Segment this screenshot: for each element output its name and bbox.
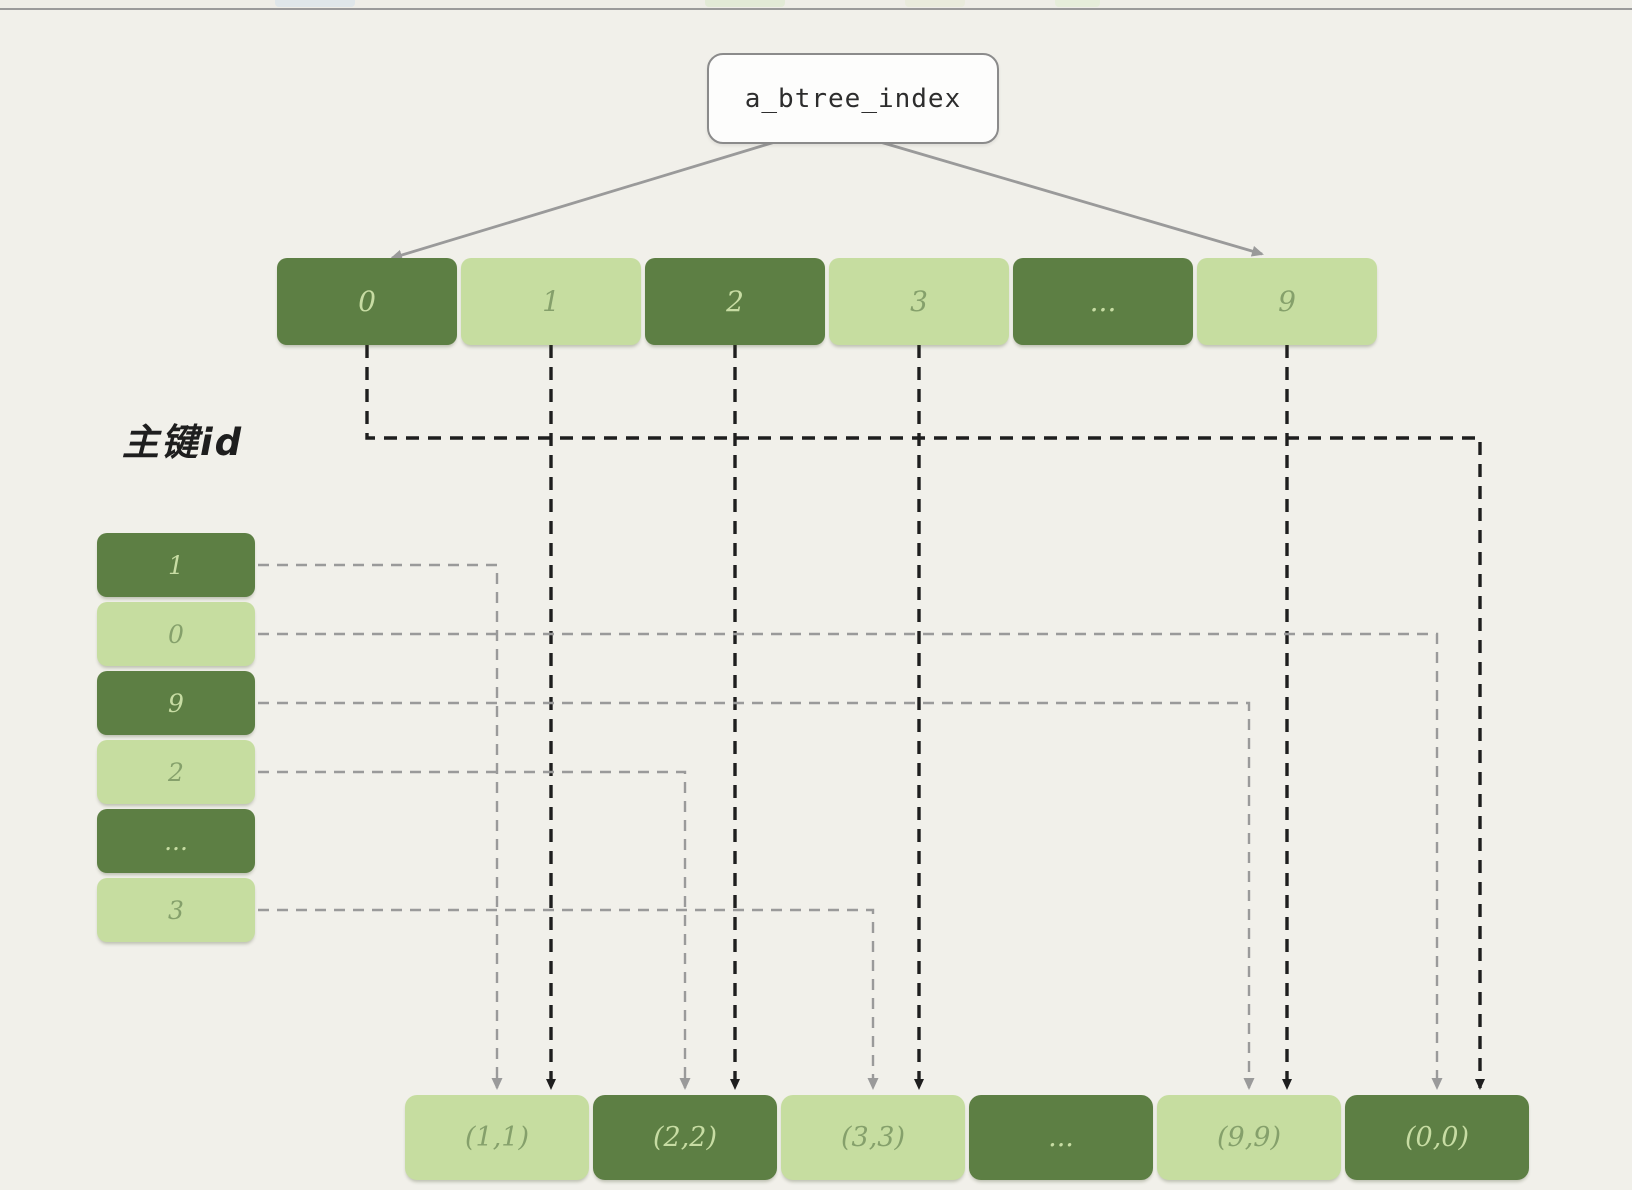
cell-label: 0 [358, 285, 376, 318]
primary-key-cell: 2 [97, 740, 255, 804]
index-key-cell: 2 [645, 258, 825, 345]
cell-label: ... [1048, 1122, 1074, 1153]
cell-label: 1 [168, 550, 184, 580]
tuple-cell: (1,1) [405, 1095, 589, 1180]
strip-fragment [1055, 0, 1100, 7]
primary-key-cell: 9 [97, 671, 255, 735]
cell-label: ... [164, 826, 188, 856]
tuple-cell: (2,2) [593, 1095, 777, 1180]
cell-label: 9 [1278, 285, 1296, 318]
tuple-cell: (3,3) [781, 1095, 965, 1180]
cell-label: (9,9) [1216, 1122, 1281, 1153]
title-to-index-arrows [390, 140, 1264, 261]
index-key-cell: 3 [829, 258, 1009, 345]
primary-key-column: 1 0 9 2... 3 [97, 533, 255, 942]
primary-key-cell: 0 [97, 602, 255, 666]
primary-key-cell: ... [97, 809, 255, 873]
cell-label: ... [1089, 285, 1117, 318]
primary-key-label: 主键id [122, 421, 244, 464]
strip-fragment [705, 0, 785, 7]
tuple-cell: (0,0) [1345, 1095, 1529, 1180]
strip-fragment [275, 0, 355, 7]
index-key-cell: 9 [1197, 258, 1377, 345]
index-key-row: 0 1 2 3... 9 [277, 258, 1377, 345]
primary-key-to-tuple-lines [258, 563, 1443, 1090]
tuple-row: (1,1) (2,2) (3,3)... (9,9) (0,0) [405, 1095, 1529, 1180]
btree-index-node: a_btree_index [707, 53, 999, 144]
cell-label: (3,3) [840, 1122, 905, 1153]
primary-key-cell: 3 [97, 878, 255, 942]
cell-label: (1,1) [464, 1122, 529, 1153]
index-key-cell: 0 [277, 258, 457, 345]
btree-index-label: a_btree_index [744, 83, 962, 114]
tuple-cell: ... [969, 1095, 1153, 1180]
tuple-cell: (9,9) [1157, 1095, 1341, 1180]
cell-label: 3 [910, 285, 928, 318]
top-edge-strip [0, 0, 1632, 10]
cell-label: 2 [168, 757, 184, 787]
cell-label: 2 [726, 285, 744, 318]
cell-label: (0,0) [1404, 1122, 1469, 1153]
cell-label: 9 [168, 688, 184, 718]
primary-key-cell: 1 [97, 533, 255, 597]
cell-label: 0 [168, 619, 184, 649]
index-to-tuple-lines [365, 345, 1485, 1090]
cell-label: 1 [542, 285, 560, 318]
index-key-cell: 1 [461, 258, 641, 345]
strip-fragment [905, 0, 965, 7]
cell-label: 3 [168, 895, 184, 925]
cell-label: (2,2) [652, 1122, 717, 1153]
index-key-cell: ... [1013, 258, 1193, 345]
